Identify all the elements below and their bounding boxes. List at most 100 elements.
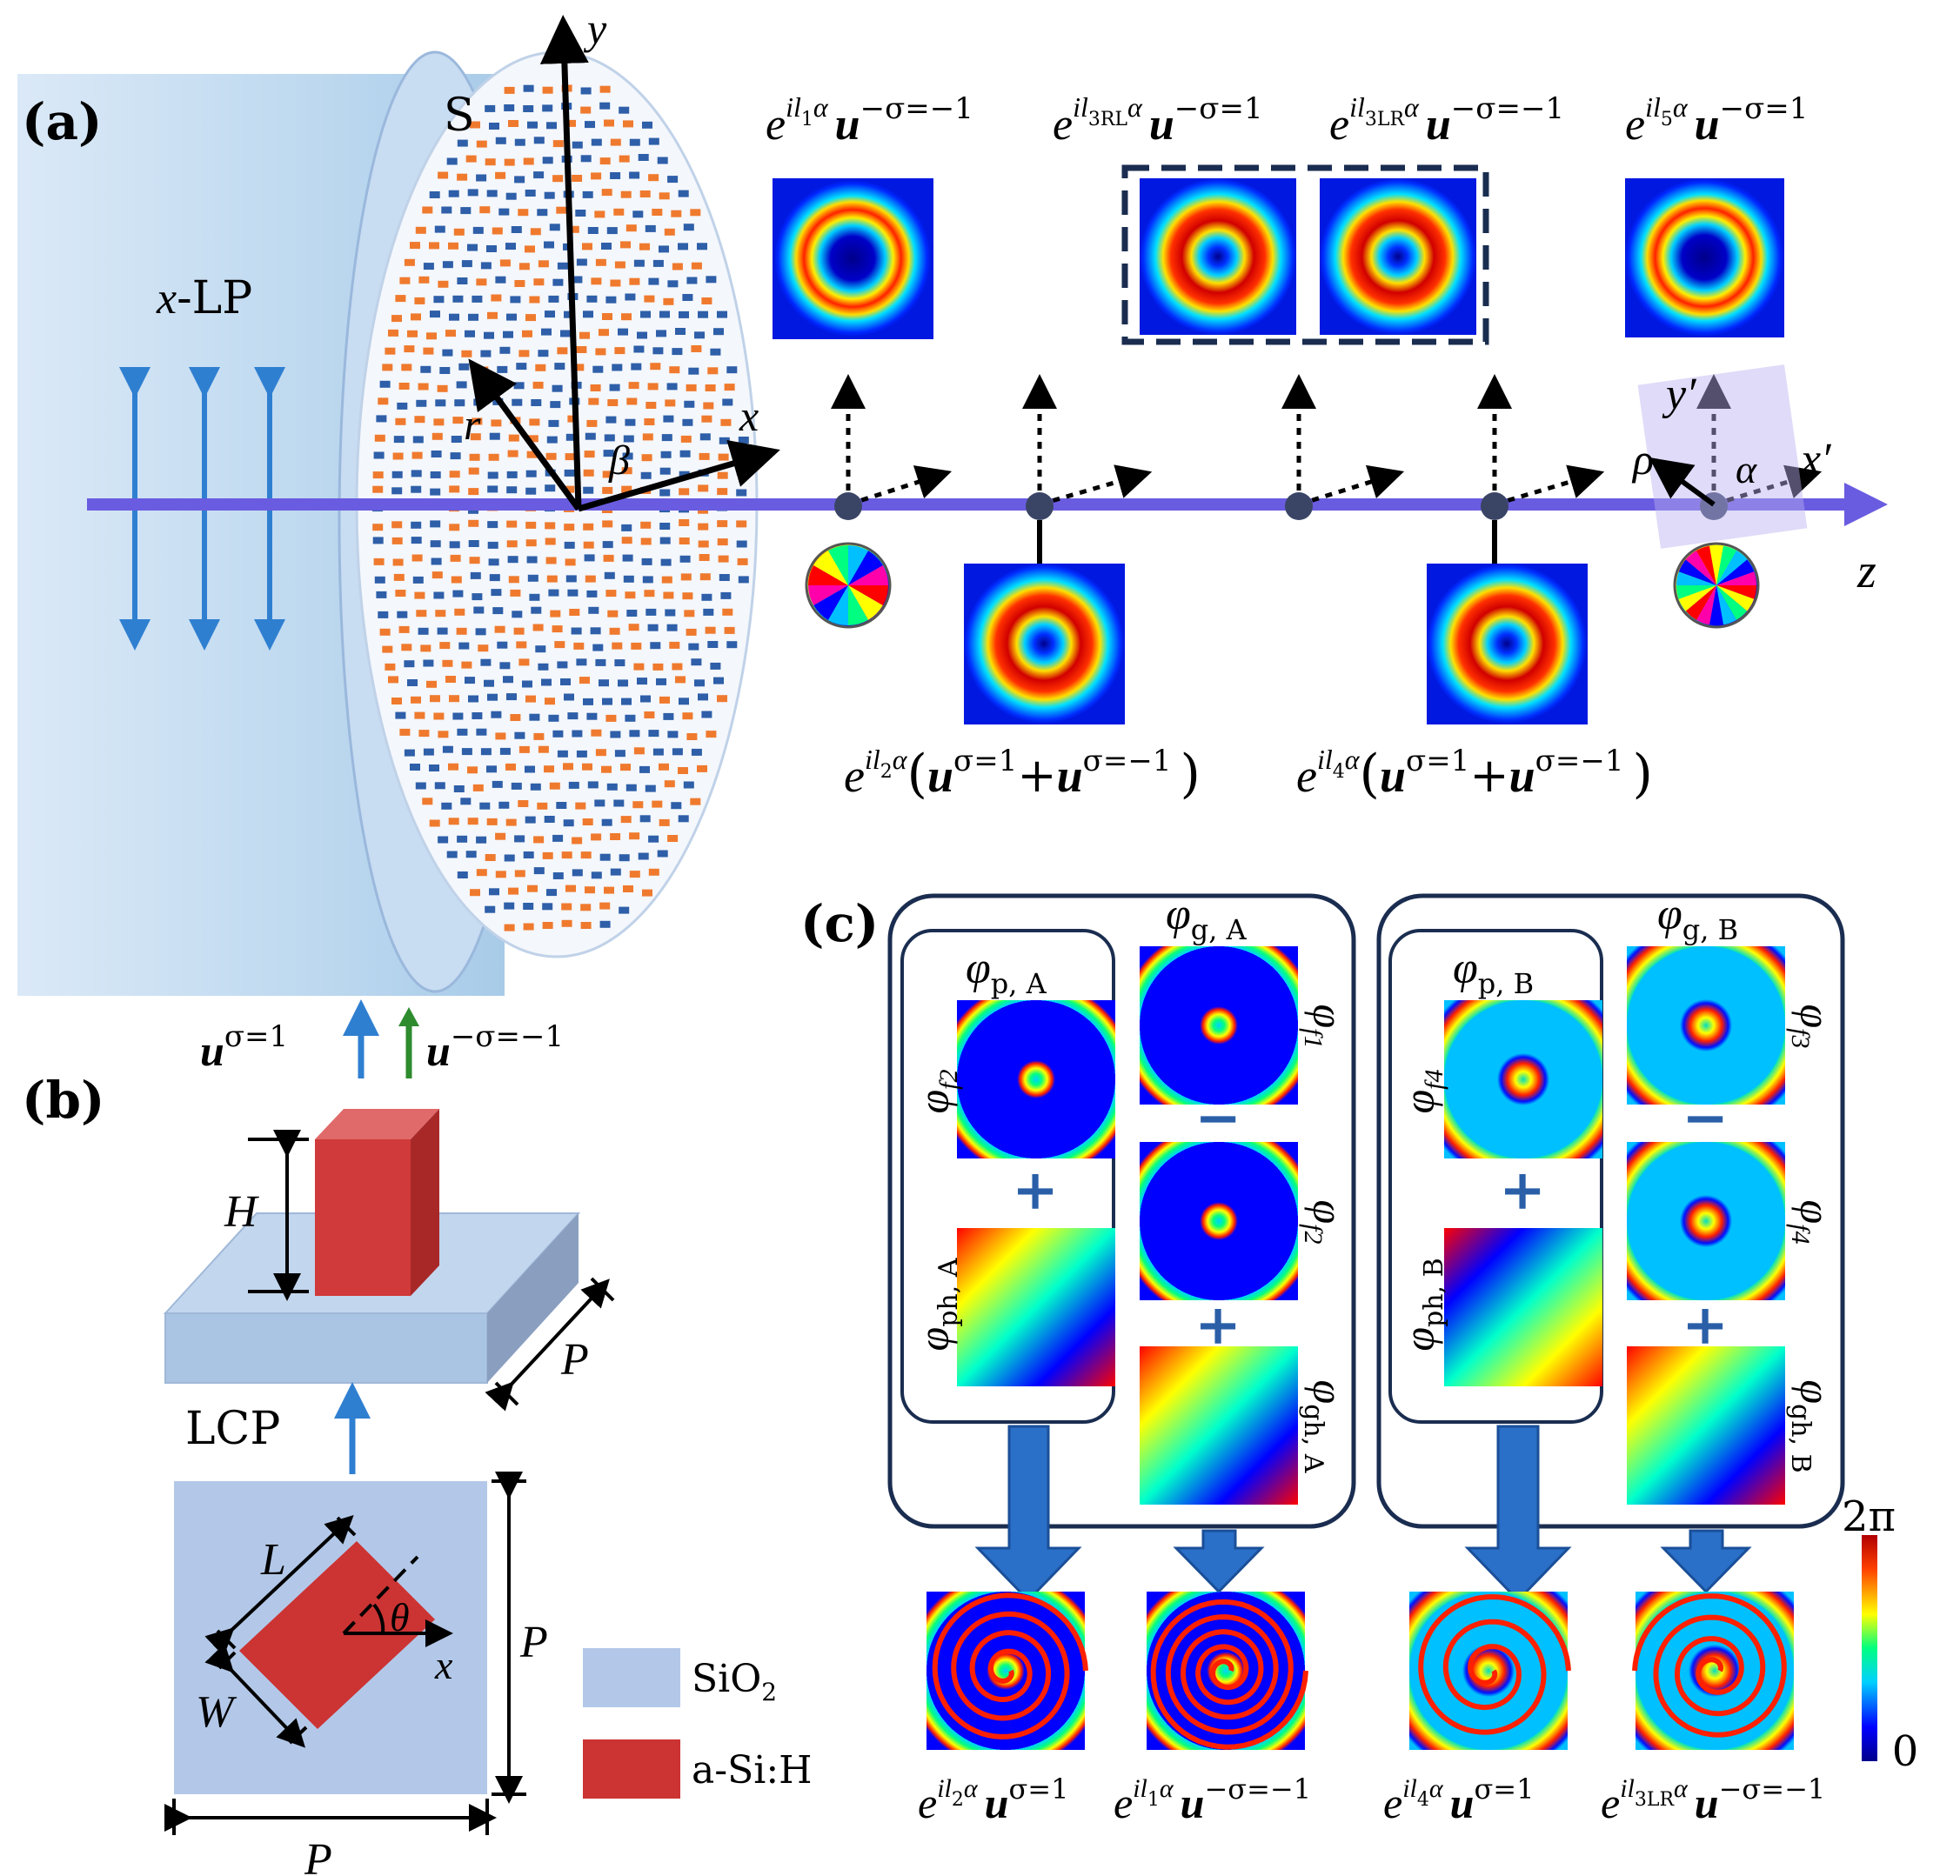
metasurface-pillar — [642, 121, 652, 129]
metasurface-pillar — [504, 924, 515, 931]
metasurface-pillar — [719, 574, 730, 581]
metasurface-pillar — [546, 889, 557, 897]
vortex-sector — [1716, 585, 1755, 611]
phi-gh-b-label: φgh, B — [1785, 1379, 1840, 1472]
metasurface-pillar — [470, 433, 481, 441]
metasurface-pillar — [468, 488, 479, 496]
metasurface-pillar — [510, 714, 521, 721]
metasurface-pillar — [418, 627, 429, 635]
metasurface-pillar — [507, 556, 518, 564]
metasurface-pillar — [525, 816, 536, 824]
metasurface-pillar — [522, 680, 532, 688]
metasurface-pillar — [631, 363, 642, 371]
metasurface-pillar — [525, 539, 537, 547]
panel-b-label: (b) — [22, 1071, 104, 1130]
metasurface-pillar — [498, 208, 510, 216]
metasurface-pillar — [442, 349, 453, 357]
metasurface-pillar — [629, 277, 640, 285]
metasurface-pillar — [418, 276, 430, 284]
metasurface-pillar — [468, 313, 478, 321]
metasurface-pillar — [372, 485, 384, 493]
metasurface-pillar — [504, 104, 515, 111]
metasurface-pillar — [564, 469, 575, 477]
metasurface-pillar — [582, 190, 593, 198]
y-axis-label: y — [583, 4, 607, 53]
metasurface-pillar — [431, 451, 442, 457]
metasurface-pillar — [457, 277, 468, 284]
metasurface-pillar — [645, 784, 656, 792]
legend-sio2-swatch — [583, 1648, 680, 1707]
metasurface-pillar — [557, 661, 568, 669]
alpha-label: α — [1736, 447, 1757, 491]
metasurface-pillar — [660, 451, 672, 458]
metasurface-pillar — [442, 745, 453, 753]
metasurface-pillar — [429, 764, 439, 771]
metasurface-pillar — [495, 171, 506, 179]
phase-spiral — [932, 1592, 1088, 1739]
metasurface-pillar — [433, 712, 445, 720]
metasurface-pillar — [594, 210, 605, 218]
metasurface-pillar — [664, 780, 675, 788]
beta-label: β — [608, 437, 630, 484]
metasurface-pillar — [391, 521, 403, 529]
metasurface-pillar — [583, 541, 594, 549]
metasurface-pillar — [602, 541, 613, 549]
metasurface-pillar — [642, 433, 653, 441]
metasurface-pillar — [418, 730, 430, 738]
metasurface-pillar — [556, 206, 567, 214]
metasurface-pillar — [552, 730, 564, 738]
metasurface-pillar — [609, 384, 620, 391]
metasurface-pillar — [461, 260, 472, 268]
h-label: H — [224, 1187, 259, 1237]
metasurface-pillar — [470, 571, 481, 579]
metasurface-pillar — [642, 889, 652, 897]
metasurface-pillar — [442, 261, 453, 269]
theta-label: θ — [390, 1595, 410, 1639]
metasurface-pillar — [497, 365, 508, 373]
metasurface-pillar — [453, 785, 465, 792]
metasurface-pillar — [691, 748, 702, 756]
metasurface-pillar — [694, 679, 705, 687]
metasurface-pillar — [565, 119, 576, 127]
metasurface-pillar — [452, 590, 464, 598]
metasurface-pillar — [663, 415, 674, 423]
metasurface-pillar — [451, 576, 462, 584]
metasurface-pillar — [625, 293, 636, 301]
metasurface-pillar — [639, 765, 650, 773]
metasurface-pillar — [544, 191, 555, 199]
intensity-ring-l3rl — [1140, 178, 1296, 335]
legend-sio2-label: SiO2 — [692, 1657, 777, 1706]
metasurface-pillar — [682, 294, 693, 301]
metasurface-pillar — [554, 363, 565, 371]
metasurface-pillar — [397, 402, 408, 410]
metasurface-pillar — [629, 138, 640, 146]
metasurface-pillar — [678, 190, 689, 197]
metasurface-pillar — [666, 624, 678, 631]
x-prime-label: x′ — [1800, 435, 1832, 484]
metasurface-pillar — [582, 243, 592, 250]
metasurface-pillar — [531, 399, 542, 406]
metasurface-pillar — [584, 554, 595, 562]
metasurface-pillar — [604, 119, 614, 127]
metasurface-pillar — [452, 712, 464, 720]
metasurface-pillar — [472, 226, 484, 234]
metasurface-pillar — [438, 171, 449, 179]
metasurface-pillar — [492, 607, 504, 615]
metasurface-pillar — [505, 818, 517, 826]
metasurface-pillar — [637, 678, 647, 685]
metasurface-pillar — [637, 331, 647, 339]
metasurface-pillar — [591, 871, 602, 879]
vortex-sector — [848, 585, 883, 620]
metasurface-pillar — [542, 86, 553, 94]
metasurface-pillar — [438, 280, 449, 288]
metasurface-pillar — [449, 471, 460, 478]
metasurface-pillar — [398, 625, 410, 633]
metasurface-pillar — [508, 120, 518, 127]
metasurface-pillar — [703, 402, 714, 410]
metasurface-pillar — [563, 763, 573, 771]
phase-map-f4b-b — [1627, 1142, 1785, 1300]
metasurface-pillar — [374, 434, 385, 442]
metasurface-pillar — [563, 819, 574, 827]
metasurface-pillar — [545, 557, 557, 564]
